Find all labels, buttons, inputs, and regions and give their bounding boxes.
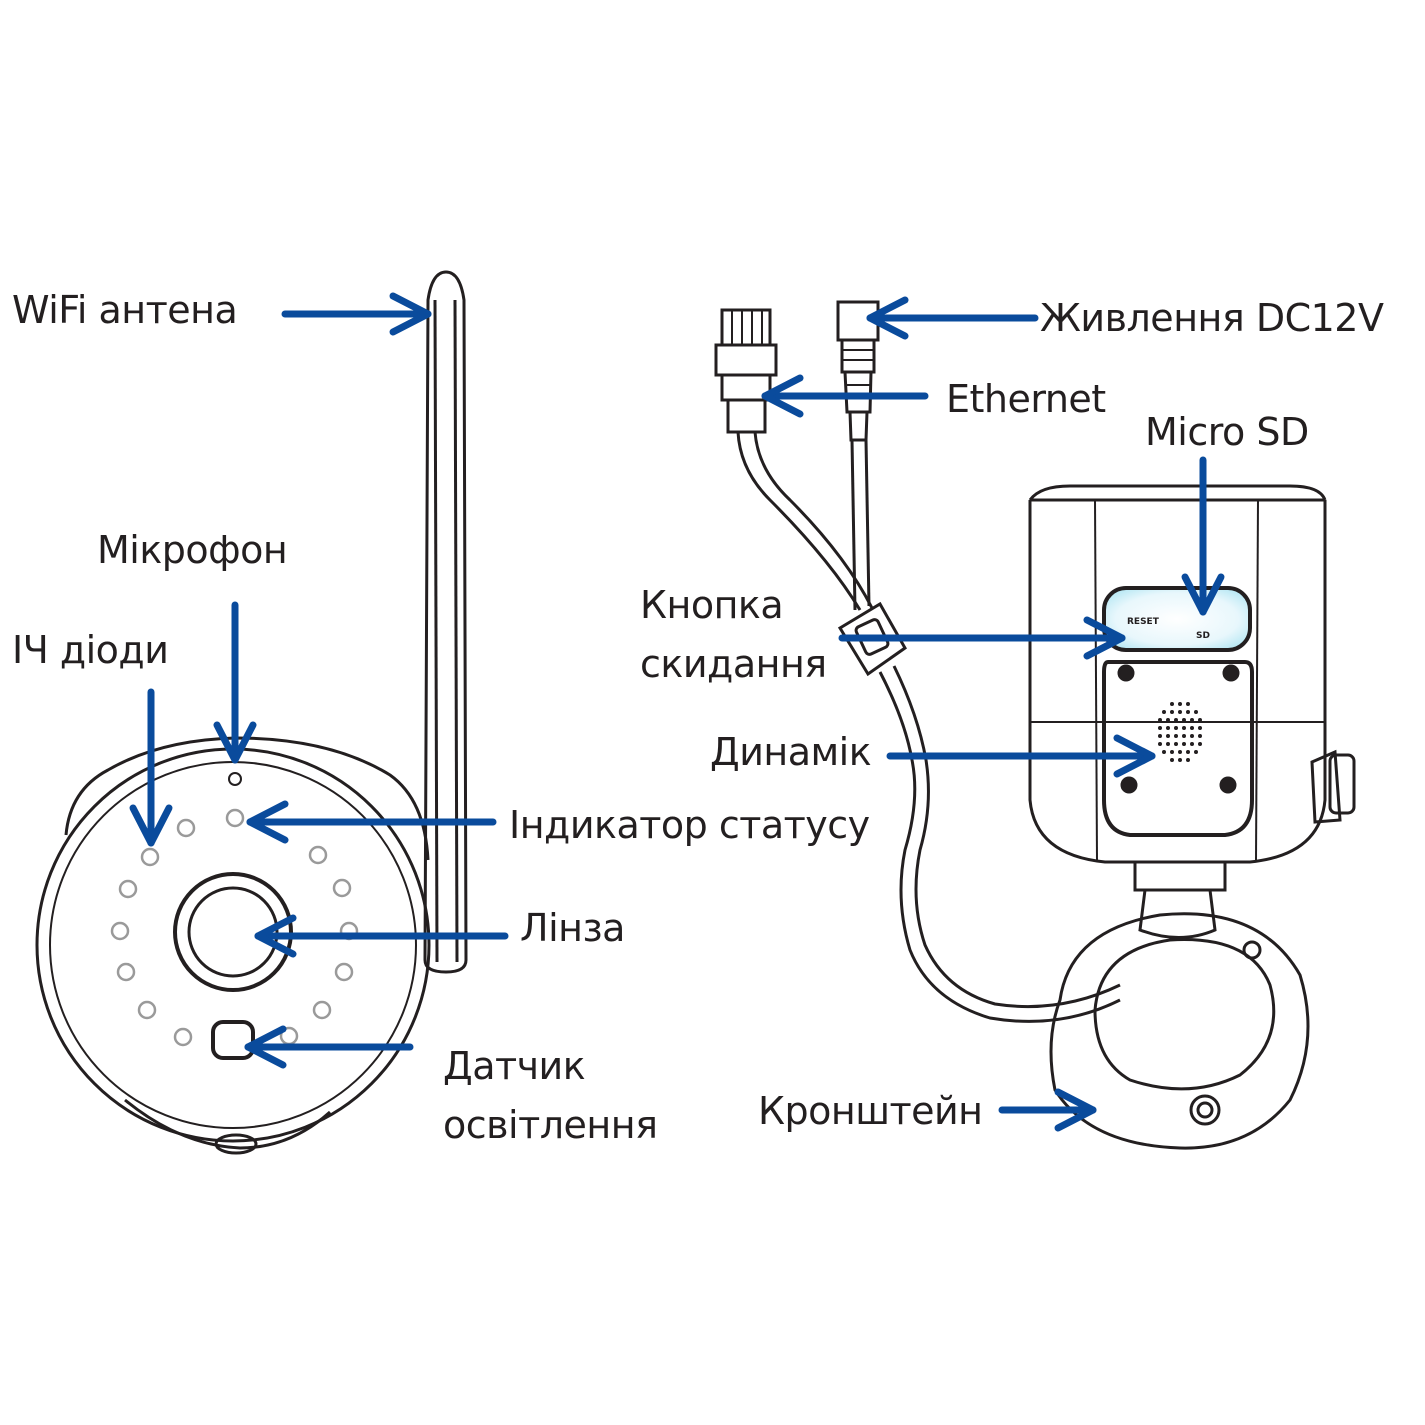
arrow-status-indicator (246, 800, 497, 844)
arrow-ethernet (761, 374, 929, 418)
bracket-shape (1049, 912, 1310, 1150)
arrow-power (866, 296, 1039, 340)
power-connector (836, 300, 880, 342)
label-wifi-antenna: WiFi антена (12, 288, 238, 332)
light-sensor-shape (211, 1020, 255, 1060)
ir-diodes (110, 808, 359, 1047)
camera-face (35, 747, 431, 1143)
label-lens: Лінза (520, 906, 625, 950)
arrow-wifi-antenna (281, 292, 432, 336)
microphone-hole (228, 772, 242, 786)
reset-button-housing (837, 601, 907, 677)
label-power: Живлення DC12V (1040, 296, 1384, 340)
arrow-speaker (886, 734, 1156, 778)
label-micro-sd: Micro SD (1145, 410, 1309, 454)
panel-sd-mark: SD (1196, 631, 1210, 641)
label-ethernet: Ethernet (946, 377, 1106, 421)
lens-shape (173, 872, 293, 992)
arrow-reset-button (838, 616, 1126, 660)
front-camera (35, 270, 468, 1155)
speaker-panel (1102, 660, 1254, 837)
camera-body (1028, 500, 1327, 864)
panel-reset-mark: RESET (1127, 617, 1160, 627)
label-ir-diodes: ІЧ діоди (12, 628, 169, 672)
speaker-grille (1158, 702, 1202, 762)
label-light-sensor: Датчик освітлення (443, 1044, 658, 1147)
label-status-indicator: Індикатор статусу (509, 803, 870, 847)
callout-arrows (129, 292, 1225, 1132)
label-reset-button: Кнопка скидання (640, 583, 827, 686)
arrow-micro-sd (1181, 456, 1225, 616)
arrow-light-sensor (244, 1025, 414, 1069)
label-speaker: Динамік (710, 730, 872, 774)
label-bracket: Кронштейн (758, 1089, 983, 1133)
label-microphone: Мікрофон (97, 528, 288, 572)
arrow-bracket (998, 1088, 1097, 1132)
arrow-lens (254, 914, 509, 958)
arrow-microphone (213, 601, 257, 764)
sd-panel (1102, 586, 1252, 652)
arrow-ir-diodes (129, 688, 173, 847)
wifi-antenna-shape (423, 270, 468, 974)
